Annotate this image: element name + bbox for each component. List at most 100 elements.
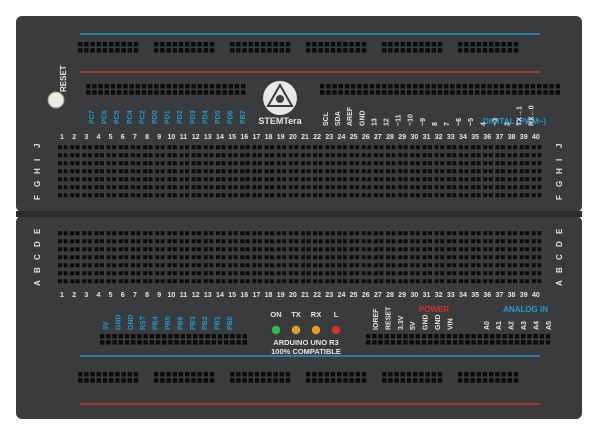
breadboard-hole[interactable]: [228, 263, 233, 268]
breadboard-hole[interactable]: [373, 255, 378, 260]
breadboard-hole[interactable]: [264, 169, 269, 174]
breadboard-hole[interactable]: [500, 193, 505, 198]
breadboard-hole[interactable]: [440, 279, 445, 284]
breadboard-hole[interactable]: [386, 231, 391, 236]
header-hole[interactable]: [477, 340, 482, 345]
power-rail-hole[interactable]: [306, 48, 311, 53]
breadboard-hole[interactable]: [118, 193, 123, 198]
header-hole[interactable]: [428, 334, 433, 339]
power-rail-hole[interactable]: [84, 378, 89, 383]
breadboard-hole[interactable]: [398, 177, 403, 182]
breadboard-hole[interactable]: [160, 169, 165, 174]
breadboard-hole[interactable]: [252, 239, 257, 244]
breadboard-hole[interactable]: [337, 177, 342, 182]
breadboard-hole[interactable]: [63, 239, 68, 244]
header-hole[interactable]: [104, 84, 109, 89]
power-rail-hole[interactable]: [166, 48, 171, 53]
power-rail-hole[interactable]: [343, 48, 348, 53]
power-rail-hole[interactable]: [178, 372, 184, 377]
breadboard-hole[interactable]: [355, 271, 360, 276]
power-rail-hole[interactable]: [90, 378, 95, 383]
power-rail-hole[interactable]: [464, 378, 469, 383]
header-hole[interactable]: [193, 334, 198, 339]
breadboard-hole[interactable]: [70, 271, 75, 276]
power-rail-hole[interactable]: [489, 378, 494, 383]
breadboard-hole[interactable]: [282, 239, 287, 244]
power-rail-hole[interactable]: [312, 378, 317, 383]
breadboard-hole[interactable]: [82, 169, 87, 174]
breadboard-hole[interactable]: [313, 193, 318, 198]
breadboard-hole[interactable]: [531, 263, 536, 268]
power-rail-hole[interactable]: [261, 48, 266, 53]
header-hole[interactable]: [131, 340, 136, 345]
breadboard-hole[interactable]: [294, 177, 299, 182]
power-rail-hole[interactable]: [185, 42, 190, 47]
power-rail-hole[interactable]: [209, 378, 215, 383]
header-hole[interactable]: [419, 84, 424, 89]
breadboard-hole[interactable]: [403, 153, 408, 158]
power-rail-hole[interactable]: [337, 48, 342, 53]
power-rail-hole[interactable]: [279, 378, 284, 383]
header-hole[interactable]: [444, 84, 449, 89]
breadboard-hole[interactable]: [143, 177, 148, 182]
power-rail-hole[interactable]: [236, 42, 241, 47]
breadboard-hole[interactable]: [257, 263, 262, 268]
power-rail-hole[interactable]: [248, 378, 253, 383]
power-rail-hole[interactable]: [513, 48, 519, 53]
breadboard-hole[interactable]: [264, 263, 269, 268]
breadboard-hole[interactable]: [99, 193, 104, 198]
power-rail-hole[interactable]: [121, 378, 126, 383]
breadboard-hole[interactable]: [270, 255, 275, 260]
breadboard-hole[interactable]: [422, 153, 427, 158]
breadboard-hole[interactable]: [288, 255, 293, 260]
breadboard-hole[interactable]: [167, 177, 172, 182]
breadboard-hole[interactable]: [75, 279, 80, 284]
power-rail-hole[interactable]: [84, 372, 89, 377]
breadboard-hole[interactable]: [446, 153, 451, 158]
breadboard-hole[interactable]: [112, 247, 117, 252]
power-rail-hole[interactable]: [394, 378, 399, 383]
breadboard-hole[interactable]: [373, 263, 378, 268]
breadboard-hole[interactable]: [124, 263, 129, 268]
header-hole[interactable]: [502, 340, 507, 345]
breadboard-hole[interactable]: [203, 185, 208, 190]
breadboard-hole[interactable]: [434, 247, 439, 252]
breadboard-hole[interactable]: [367, 239, 372, 244]
breadboard-hole[interactable]: [471, 279, 476, 284]
breadboard-hole[interactable]: [124, 239, 129, 244]
breadboard-hole[interactable]: [398, 239, 403, 244]
breadboard-hole[interactable]: [240, 161, 245, 166]
breadboard-hole[interactable]: [203, 177, 208, 182]
power-rail-hole[interactable]: [248, 48, 253, 53]
header-hole[interactable]: [428, 340, 433, 345]
breadboard-hole[interactable]: [245, 161, 250, 166]
breadboard-hole[interactable]: [507, 239, 512, 244]
breadboard-hole[interactable]: [513, 247, 518, 252]
breadboard-hole[interactable]: [75, 145, 80, 150]
breadboard-hole[interactable]: [488, 255, 493, 260]
power-rail-hole[interactable]: [394, 372, 399, 377]
breadboard-hole[interactable]: [288, 185, 293, 190]
breadboard-hole[interactable]: [252, 177, 257, 182]
breadboard-hole[interactable]: [179, 193, 184, 198]
header-hole[interactable]: [406, 84, 412, 89]
breadboard-hole[interactable]: [483, 263, 488, 268]
breadboard-hole[interactable]: [257, 153, 262, 158]
breadboard-hole[interactable]: [136, 177, 141, 182]
breadboard-hole[interactable]: [434, 153, 439, 158]
breadboard-hole[interactable]: [215, 255, 220, 260]
breadboard-hole[interactable]: [398, 247, 403, 252]
breadboard-hole[interactable]: [306, 193, 311, 198]
breadboard-hole[interactable]: [464, 271, 469, 276]
power-rail-hole[interactable]: [121, 42, 126, 47]
header-hole[interactable]: [375, 84, 381, 89]
breadboard-hole[interactable]: [106, 247, 111, 252]
breadboard-hole[interactable]: [282, 231, 287, 236]
header-hole[interactable]: [203, 90, 209, 95]
breadboard-hole[interactable]: [215, 263, 220, 268]
power-rail-hole[interactable]: [285, 42, 291, 47]
header-hole[interactable]: [241, 90, 246, 95]
breadboard-hole[interactable]: [458, 177, 463, 182]
breadboard-hole[interactable]: [130, 169, 135, 174]
breadboard-hole[interactable]: [124, 255, 129, 260]
